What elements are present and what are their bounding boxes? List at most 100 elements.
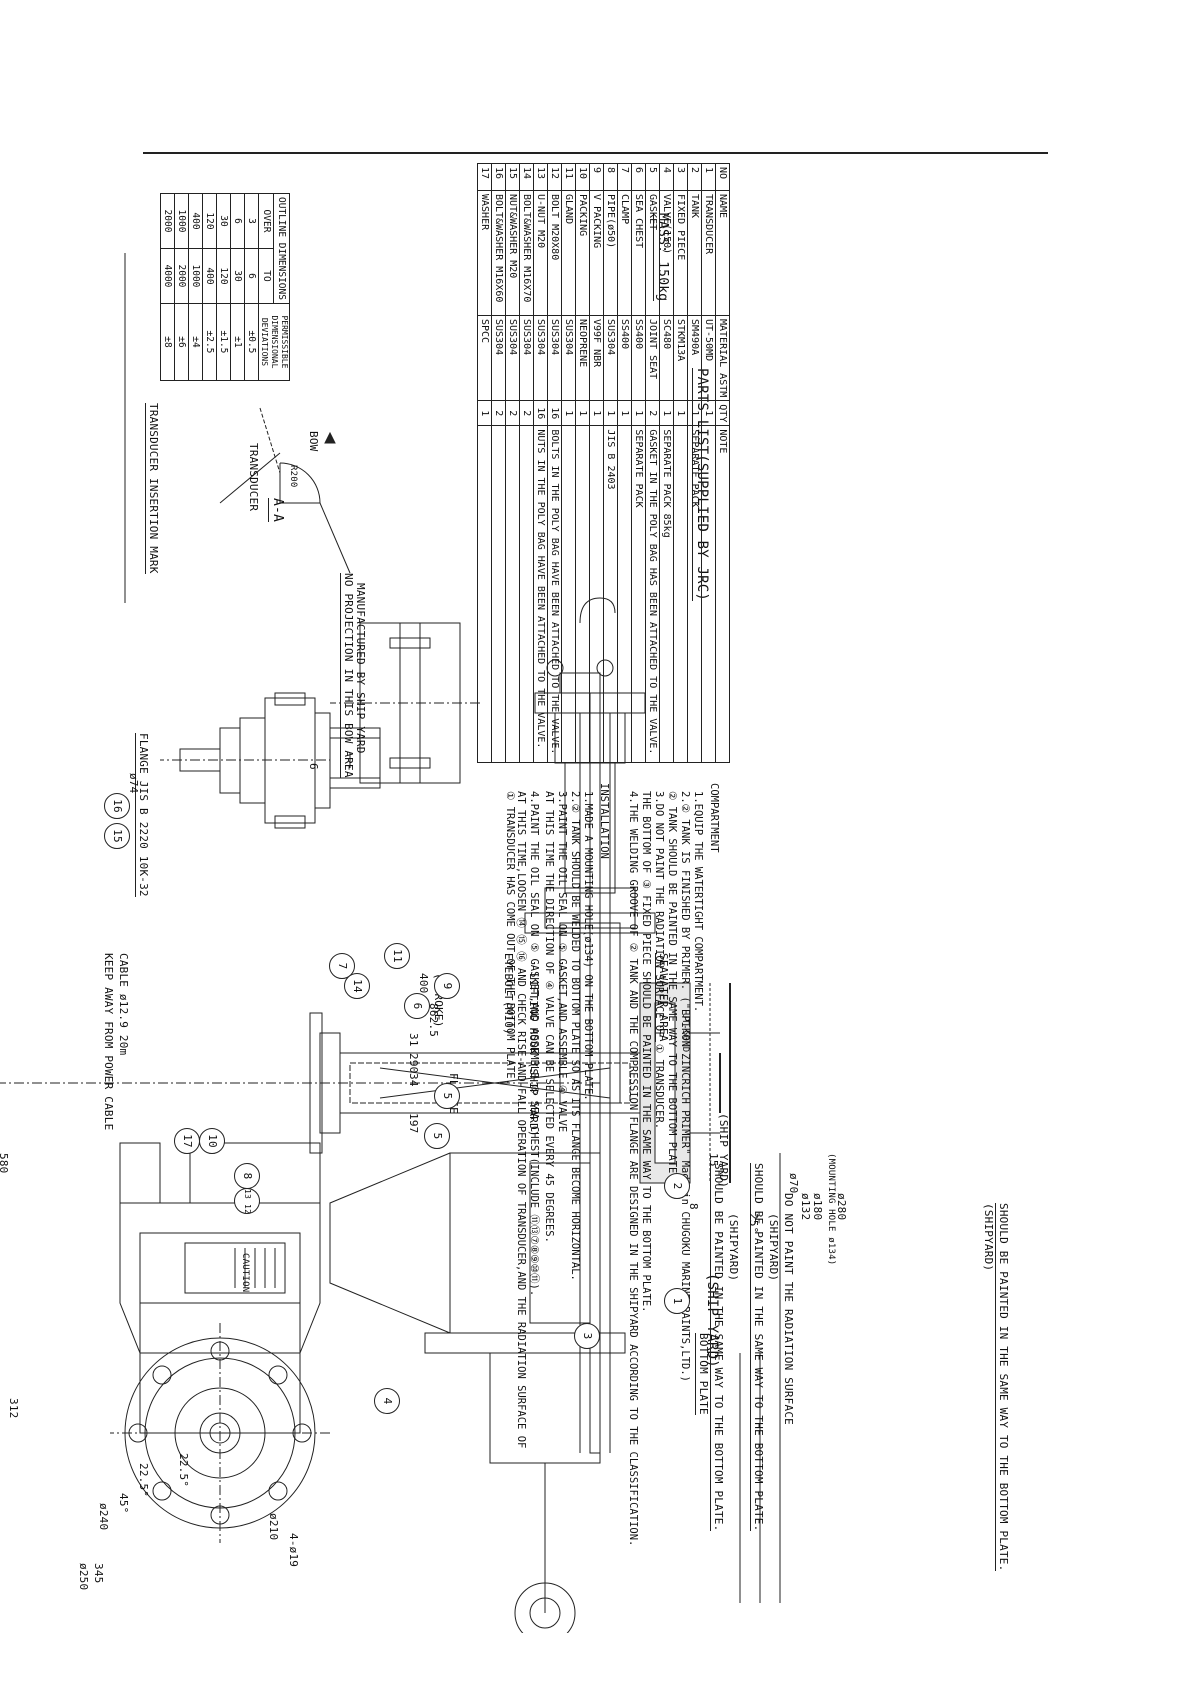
- compartment-line: 1.EQUIP THE WATERTIGHT COMPARTMENT.: [692, 791, 704, 1013]
- parts-cell: VALVE(150): [659, 190, 674, 316]
- tolerance-cell: 2000: [160, 193, 175, 249]
- cable-label: CABLE ø12.9 20m: [117, 953, 130, 1056]
- tolerance-cell: ±1: [230, 303, 245, 381]
- parts-cell: 14: [519, 163, 534, 191]
- parts-cell: [561, 425, 576, 763]
- dim-45: 45°: [117, 1493, 130, 1514]
- tolerance-cell: 400: [188, 193, 203, 249]
- dim-197: 197: [407, 1113, 420, 1134]
- parts-cell: 16: [547, 400, 562, 426]
- tolerance-cell: 2000: [174, 248, 189, 304]
- tolerance-cell: 4000: [160, 248, 175, 304]
- compartment-title: COMPARTMENT: [708, 783, 720, 853]
- parts-cell: 1: [631, 400, 646, 426]
- paint-note-1: SHOULD BE PAINTED IN THE SAME WAY TO THE…: [710, 1163, 725, 1532]
- flange-spec-label: FLANGE JIS B 2220 10K-32: [135, 733, 150, 897]
- part-balloon: 9: [434, 973, 460, 999]
- tolerance-col-over: OVER: [258, 193, 274, 249]
- eyebolt-label: EYEBOLT(M10): [502, 953, 515, 1035]
- dim-312: 312: [7, 1398, 20, 1419]
- parts-header-cell: NO: [715, 163, 730, 191]
- tolerance-cell: ±2.5: [202, 303, 217, 381]
- tolerance-cell: ±4: [188, 303, 203, 381]
- part-balloon: 8: [234, 1163, 260, 1189]
- dim-580: 580: [0, 1153, 10, 1174]
- parts-cell: NUTS IN THE POLY BAG HAVE BEEN ATTACHED …: [533, 425, 548, 763]
- tolerance-cell: ±8: [160, 303, 175, 381]
- parts-cell: [673, 425, 688, 763]
- parts-cell: [701, 425, 716, 763]
- dim-180: ø180: [811, 1193, 824, 1221]
- dim-280: ø280: [835, 1193, 848, 1221]
- parts-cell: SUS304: [561, 315, 576, 401]
- parts-cell: SUS304: [547, 315, 562, 401]
- parts-cell: V99F NBR: [589, 315, 604, 401]
- part-balloon: 10: [199, 1128, 225, 1154]
- lifting-hook-label: LIFTING HOOK (SHIP YARD): [527, 973, 540, 1137]
- dim-6: 6: [307, 763, 320, 770]
- dim-15: 15: [707, 1153, 720, 1167]
- parts-cell: SEPARATE PACK: [631, 425, 646, 763]
- bottom-plate-label: BOTTOM PLATE: [695, 1333, 710, 1415]
- dim-225b: 22.5°: [137, 1463, 150, 1498]
- parts-cell: SM490A: [687, 315, 702, 401]
- tolerance-cell: 3: [244, 193, 259, 249]
- paint-note-2-sub: (SHIPYARD): [767, 1213, 780, 1282]
- parts-cell: 9: [589, 163, 604, 191]
- section-title: A-A: [268, 498, 285, 523]
- parts-cell: GASKET IN THE POLY BAG HAS BEEN ATTACHED…: [645, 425, 660, 763]
- parts-cell: 1: [701, 163, 716, 191]
- parts-cell: GASKET: [645, 190, 660, 316]
- valve-front-view: [110, 1142, 330, 1543]
- bow-area-note-2: MANUFACTURED BY SHIP YARD: [354, 583, 367, 754]
- parts-header-cell: NOTE: [715, 425, 730, 763]
- part-balloon: 1: [664, 1288, 690, 1314]
- parts-cell: SEPARATE PACK: [687, 425, 702, 763]
- parts-cell: 17: [477, 163, 492, 191]
- parts-cell: SUS304: [519, 315, 534, 401]
- tolerance-col-to: TO: [258, 248, 274, 304]
- tolerance-cell: 30: [230, 248, 245, 304]
- parts-cell: UT-50MD: [701, 315, 716, 401]
- installation-line: 1.MADE A MOUNTING HOLE(ø134) ON THE BOTT…: [582, 791, 594, 1101]
- parts-header-cell: MATERIAL ASTM: [715, 315, 730, 401]
- parts-cell: 1: [477, 400, 492, 426]
- parts-cell: [491, 425, 506, 763]
- part-balloon: 15: [104, 823, 130, 849]
- tank-transducer-head: [639, 982, 731, 1184]
- dim-240: ø240: [97, 1503, 110, 1531]
- parts-cell: BOLTS IN THE POLY BAG HAVE BEEN ATTACHED…: [547, 425, 562, 763]
- parts-cell: GLAND: [561, 190, 576, 316]
- section-bow-label: BOW: [307, 431, 320, 452]
- parts-cell: [519, 425, 534, 763]
- parts-cell: BOLT&WASHER M16X70: [519, 190, 534, 316]
- parts-cell: 15: [505, 163, 520, 191]
- parts-cell: JIS B 2403: [603, 425, 618, 763]
- tolerance-cell: 1000: [188, 248, 203, 304]
- leader-lines: [124, 253, 781, 1603]
- tolerance-cell: ±0.5: [244, 303, 259, 381]
- parts-cell: 13: [533, 163, 548, 191]
- parts-header-cell: QTY: [715, 400, 730, 426]
- compartment-line: THE BOTTOM OF ③ FIXED PIECE SHOULD BE PA…: [640, 791, 652, 1313]
- parts-cell: NUT&WASHER M20: [505, 190, 520, 316]
- parts-cell: WASHER: [477, 190, 492, 316]
- dim-74: ø74: [127, 773, 140, 794]
- installation-title: INSTALLATION: [598, 783, 610, 859]
- main-section-view: [0, 597, 721, 1633]
- seawater-area-label: SEAWATER AREA: [655, 953, 670, 1042]
- parts-cell: 8: [603, 163, 618, 191]
- tolerance-cell: 1000: [174, 193, 189, 249]
- drawing-graphics: [0, 253, 781, 1633]
- parts-cell: V PACKING: [589, 190, 604, 316]
